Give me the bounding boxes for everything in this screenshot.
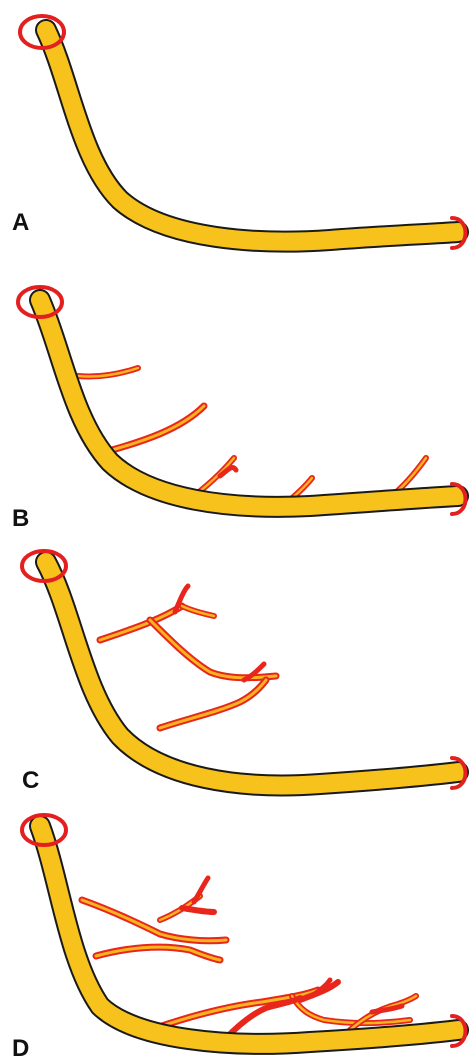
collateral-branches (100, 586, 276, 728)
main-vessel (46, 30, 458, 242)
branch (182, 908, 214, 912)
branch (82, 900, 226, 941)
main-vessel (40, 826, 458, 1044)
branch (112, 406, 204, 450)
panel-d: D (12, 815, 466, 1061)
panel-a: A (12, 16, 466, 248)
panel-label-b: B (12, 505, 29, 532)
collateral-branches (82, 878, 416, 1036)
panel-label-a: A (12, 209, 29, 236)
main-vessel (40, 300, 458, 507)
panel-label-d: D (12, 1035, 29, 1061)
branch (160, 680, 266, 728)
main-vessel-outline (40, 300, 458, 507)
panel-c: C (22, 551, 466, 794)
main-vessel-outline (46, 30, 458, 242)
panel-b: B (12, 287, 466, 532)
panel-label-c: C (22, 767, 39, 794)
